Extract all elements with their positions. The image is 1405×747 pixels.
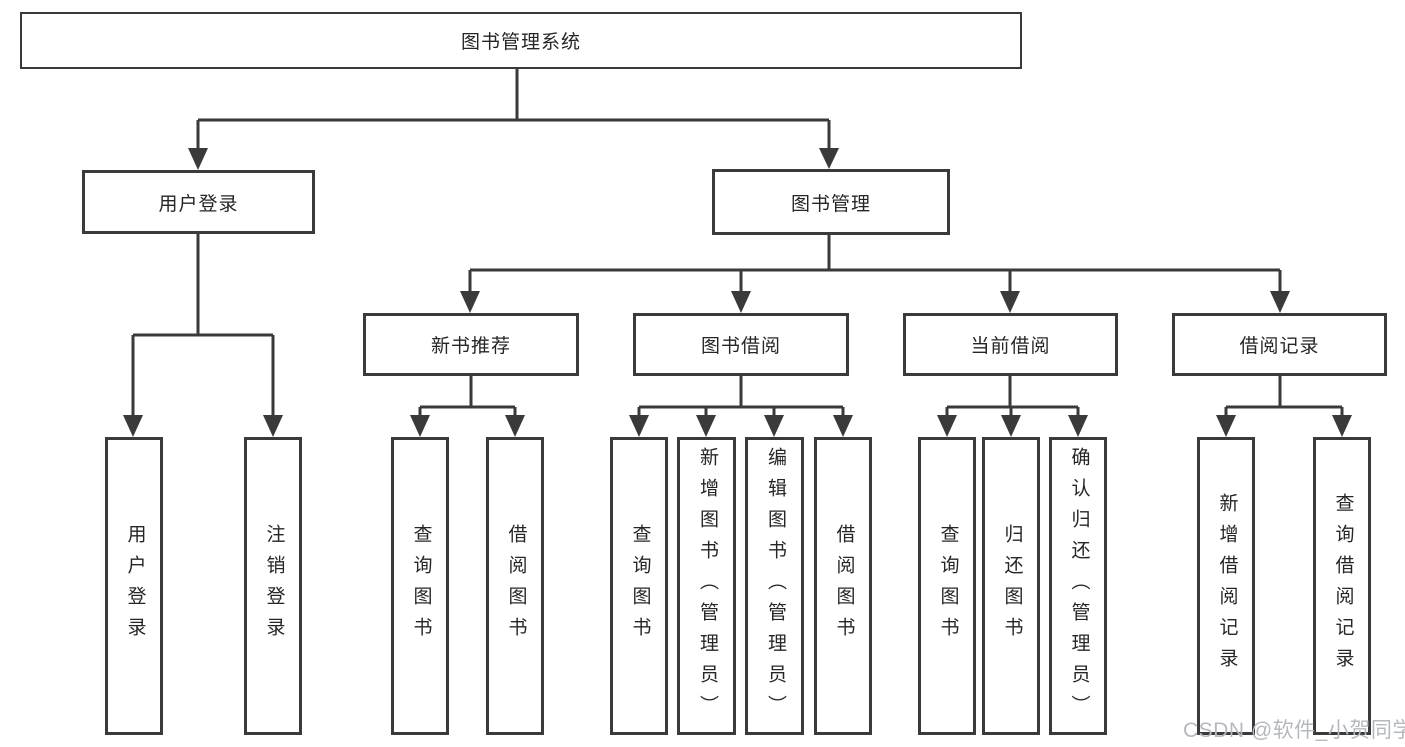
- leaf-label: 查询借阅记录: [1332, 493, 1354, 679]
- node-book-management: 图书管理: [712, 169, 950, 235]
- leaf-borrow-add-book-admin: 新增图书（管理员）: [677, 437, 736, 735]
- leaf-current-query-books: 查询图书: [918, 437, 976, 735]
- leaf-recommend-borrow-books: 借阅图书: [486, 437, 544, 735]
- leaf-user-login: 用户登录: [105, 437, 163, 735]
- leaf-borrow-query-books: 查询图书: [610, 437, 668, 735]
- node-borrowing-records: 借阅记录: [1172, 313, 1387, 376]
- leaf-label: 注销登录: [263, 524, 285, 648]
- node-new-book-recommendation: 新书推荐: [363, 313, 579, 376]
- leaf-recommend-query-books: 查询图书: [391, 437, 449, 735]
- leaf-current-return-books: 归还图书: [982, 437, 1040, 735]
- leaf-label: 确认归还（管理员）: [1068, 446, 1090, 726]
- leaf-label: 新增图书（管理员）: [696, 446, 718, 726]
- node-book-borrowing: 图书借阅: [633, 313, 849, 376]
- csdn-watermark: CSDN @软件_小贺同学: [1183, 719, 1405, 742]
- leaf-label: 编辑图书（管理员）: [764, 446, 786, 726]
- leaf-borrow-edit-book-admin: 编辑图书（管理员）: [745, 437, 804, 735]
- leaf-label: 借阅图书: [833, 524, 855, 648]
- node-user-login: 用户登录: [82, 170, 315, 234]
- node-root: 图书管理系统: [20, 12, 1022, 69]
- leaf-label: 查询图书: [937, 524, 959, 648]
- leaf-records-add-borrow-record: 新增借阅记录: [1197, 437, 1255, 735]
- leaf-records-query-borrow-record: 查询借阅记录: [1313, 437, 1371, 735]
- arrowheads: [123, 148, 1352, 437]
- leaf-label: 新增借阅记录: [1216, 493, 1238, 679]
- leaf-label: 查询图书: [410, 524, 432, 648]
- leaf-borrow-borrow-books: 借阅图书: [814, 437, 872, 735]
- leaf-label: 借阅图书: [505, 524, 527, 648]
- leaf-label: 用户登录: [124, 524, 146, 648]
- leaf-label: 查询图书: [629, 524, 651, 648]
- node-current-borrowing: 当前借阅: [903, 313, 1118, 376]
- leaf-logout: 注销登录: [244, 437, 302, 735]
- leaf-label: 归还图书: [1001, 524, 1023, 648]
- leaf-current-confirm-return-admin: 确认归还（管理员）: [1049, 437, 1107, 735]
